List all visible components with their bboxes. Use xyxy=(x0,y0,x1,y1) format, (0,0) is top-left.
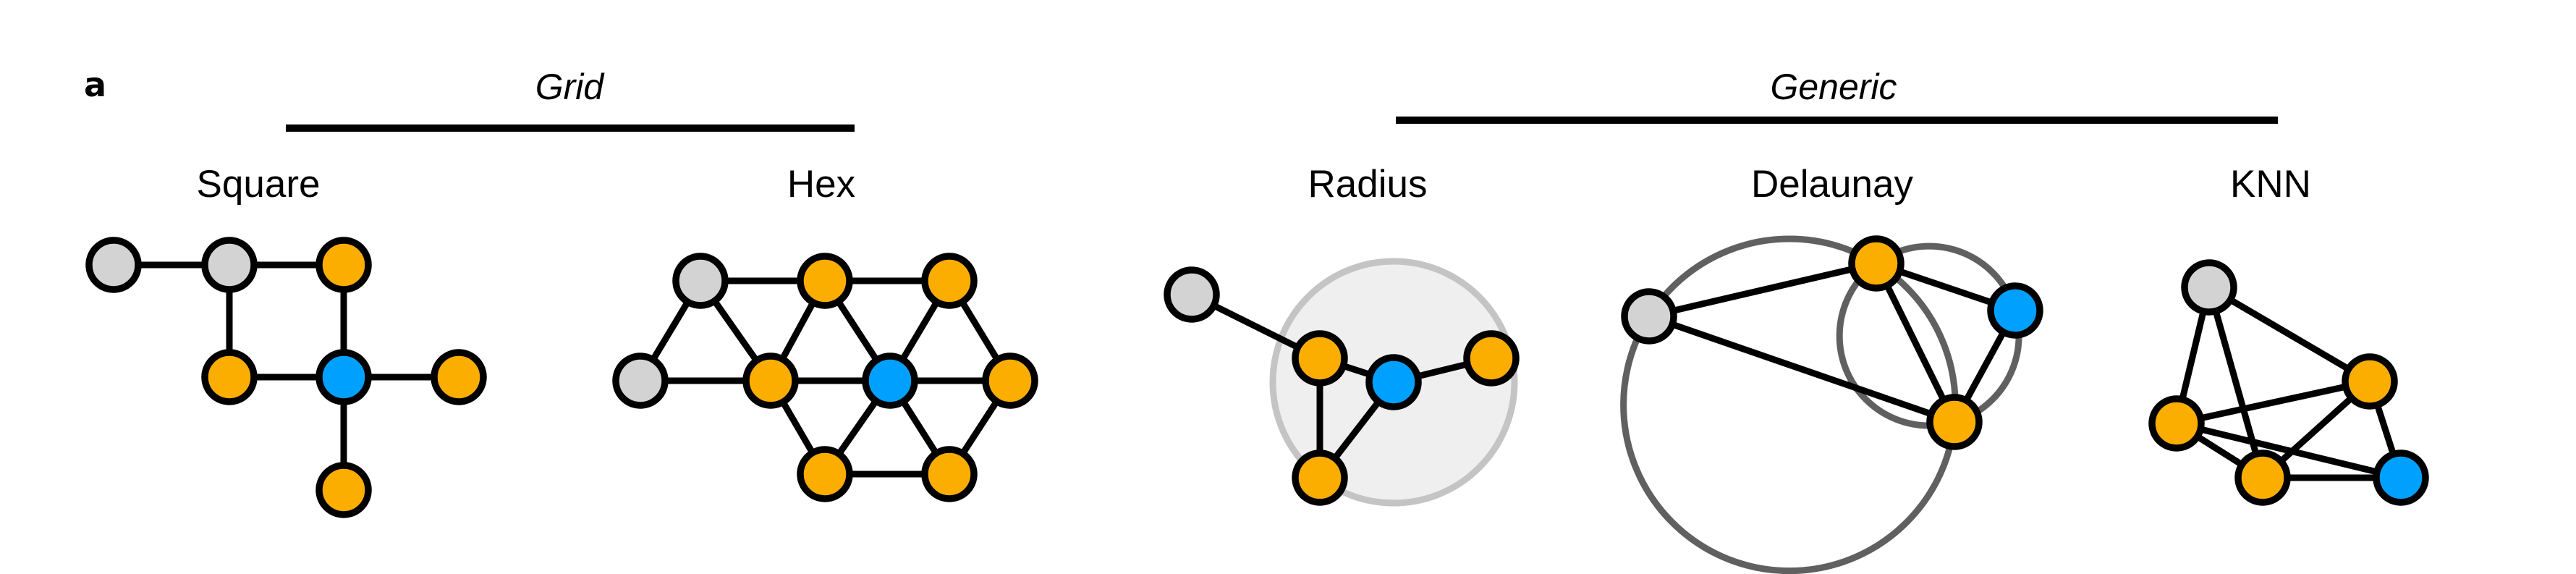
panel-label: a xyxy=(84,65,106,104)
graph-node-neighbor xyxy=(921,446,978,502)
graph-node-neighbor xyxy=(2342,353,2398,410)
graph-radius: Radius xyxy=(1164,163,1520,507)
graph-node-neighbor xyxy=(2148,395,2205,452)
graph-node-center xyxy=(315,349,372,405)
graph-node-other xyxy=(85,237,142,293)
graph-node-neighbor xyxy=(797,446,853,502)
graph-title-square: Square xyxy=(197,163,321,206)
graph-node-neighbor xyxy=(1463,330,1520,387)
graph-node-neighbor xyxy=(315,462,372,518)
graph-title-hex: Hex xyxy=(787,163,855,206)
graph-node-neighbor xyxy=(201,349,258,405)
graph-node-neighbor xyxy=(982,353,1038,409)
graph-hex: Hex xyxy=(612,163,1038,502)
graph-edge xyxy=(1873,262,1958,423)
graph-edge xyxy=(2207,284,2372,384)
graph-node-other xyxy=(612,353,669,409)
group-title-grid: Grid xyxy=(535,67,606,107)
group-bar-generic xyxy=(1396,117,2278,124)
graph-node-center xyxy=(2373,450,2429,506)
graph-edge xyxy=(2206,286,2266,479)
graph-node-neighbor xyxy=(2234,450,2291,506)
graph-edge xyxy=(2176,378,2370,427)
graph-delaunay: Delaunay xyxy=(1620,163,2043,574)
graph-node-neighbor xyxy=(921,253,978,309)
graph-node-center xyxy=(1987,282,2043,339)
graph-node-neighbor xyxy=(315,237,372,293)
graph-node-center xyxy=(1365,354,1422,410)
group-bar-grid xyxy=(286,124,855,132)
graph-node-other xyxy=(201,237,258,293)
graph-node-other xyxy=(2181,259,2237,316)
group-title-generic: Generic xyxy=(1770,67,1897,107)
graph-title-knn: KNN xyxy=(2230,163,2311,206)
graph-node-other xyxy=(1621,288,1677,345)
graph-node-neighbor xyxy=(1926,394,1983,450)
graph-knn: KNN xyxy=(2148,163,2429,506)
group-generic: Generic xyxy=(1396,67,2278,124)
graph-title-radius: Radius xyxy=(1308,163,1428,206)
graph-node-neighbor xyxy=(797,253,853,309)
group-grid: Grid xyxy=(286,67,855,132)
graph-node-neighbor xyxy=(1292,450,1348,506)
graph-node-neighbor xyxy=(1848,235,1905,292)
graph-node-center xyxy=(862,353,918,409)
graph-title-delaunay: Delaunay xyxy=(1751,163,1913,206)
graph-edge xyxy=(1648,313,1956,426)
graph-node-neighbor xyxy=(431,349,487,405)
graph-node-other xyxy=(1164,266,1220,323)
graph-node-other xyxy=(672,253,729,309)
graph-node-neighbor xyxy=(742,353,799,409)
graph-node-neighbor xyxy=(1292,330,1348,387)
graph-edge xyxy=(1648,260,1878,320)
graph-square: Square xyxy=(85,163,487,518)
